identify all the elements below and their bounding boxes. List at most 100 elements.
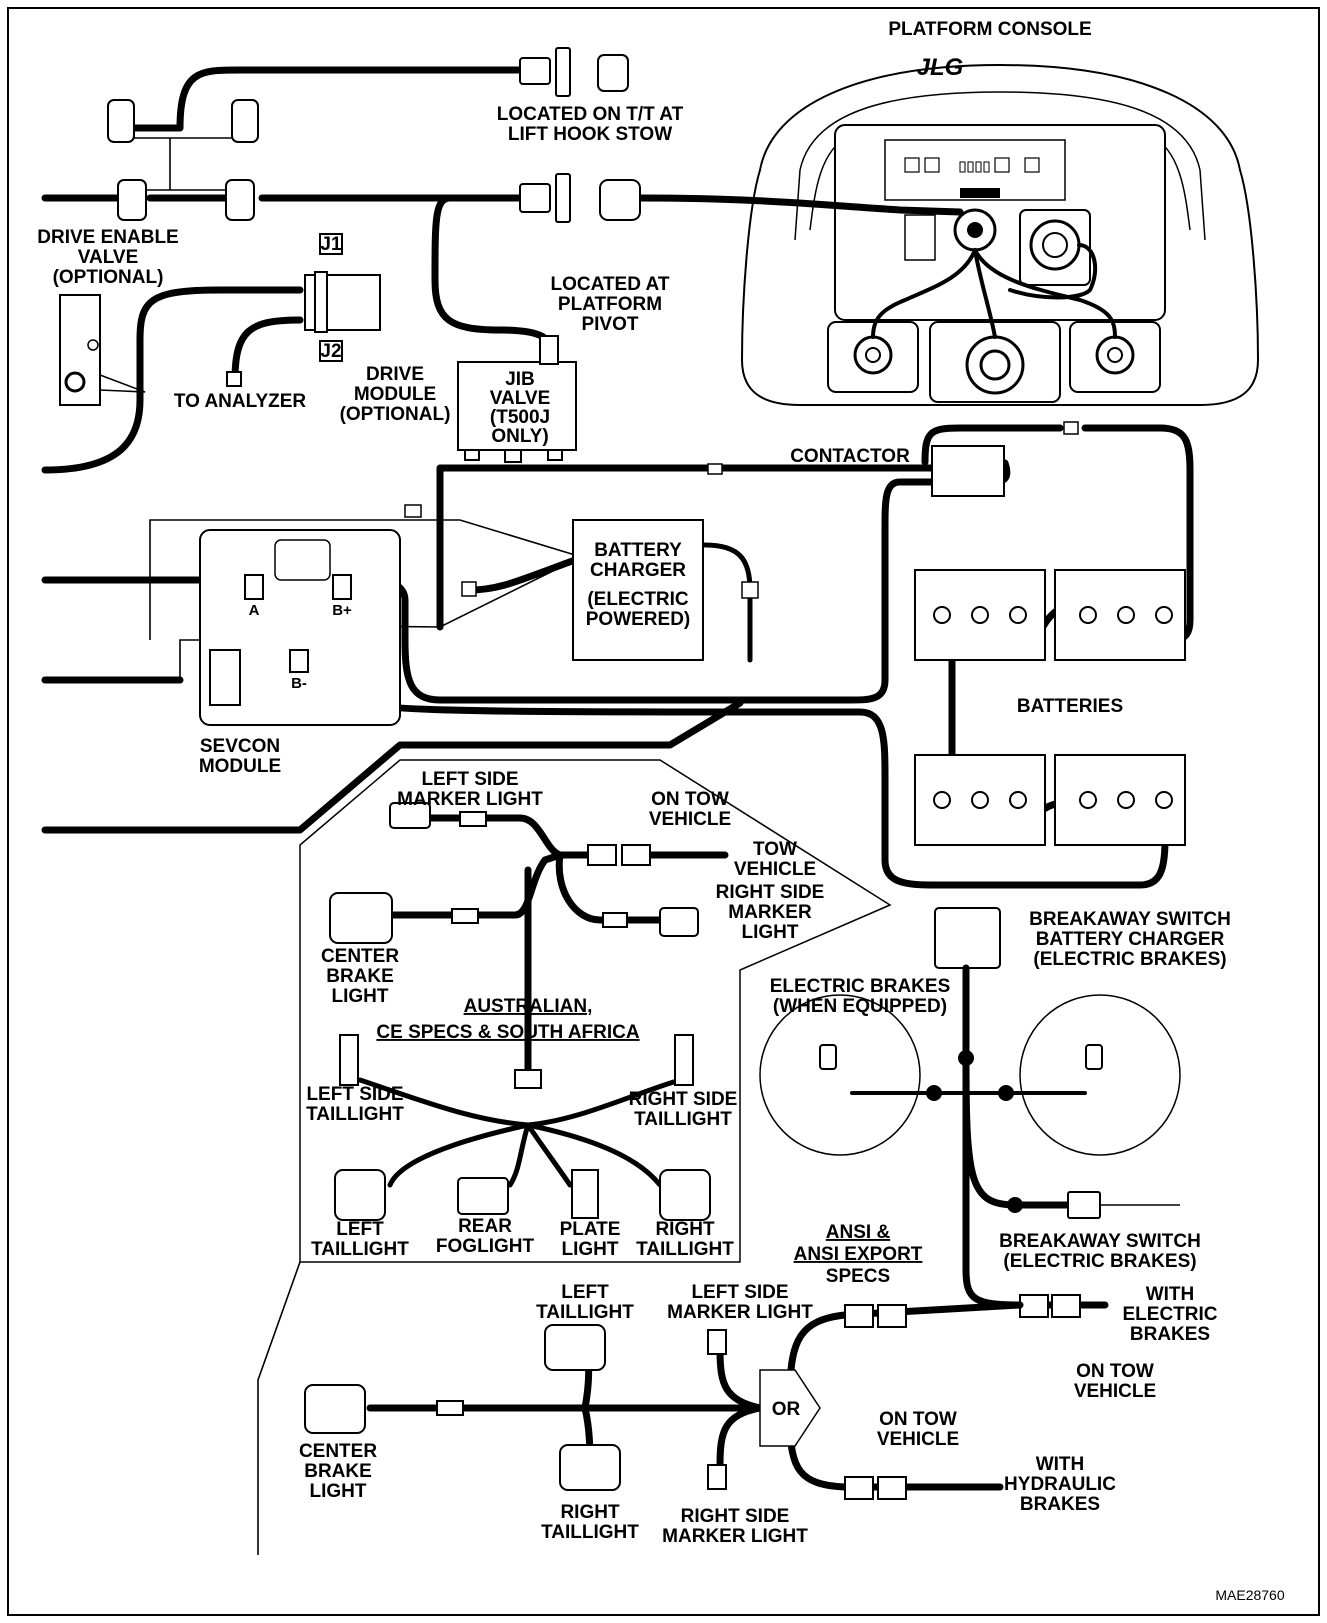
label-jib-2: VALVE	[490, 388, 551, 409]
label-breakaway-charger-3: (ELECTRIC BRAKES)	[1033, 949, 1226, 970]
label-or: OR	[772, 1399, 801, 1420]
label-charger-4: POWERED)	[586, 609, 691, 630]
label-platform-console: PLATFORM CONSOLE	[888, 19, 1091, 40]
label-ansi-center-brake-2: BRAKE	[304, 1461, 372, 1482]
label-ansi-3: SPECS	[826, 1266, 890, 1287]
label-electric-brakes-1: ELECTRIC BRAKES	[770, 976, 951, 997]
label-electric-brakes-2: (WHEN EQUIPPED)	[773, 996, 947, 1017]
label-terminal-a: A	[249, 602, 260, 619]
label-ansi-right-marker-2: MARKER LIGHT	[662, 1526, 808, 1547]
label-charger-1: BATTERY	[594, 540, 682, 561]
label-ansi-2: ANSI EXPORT	[794, 1244, 923, 1265]
label-ansi-center-brake-3: LIGHT	[310, 1481, 367, 1502]
label-with-hydraulic-1: WITH	[1036, 1454, 1085, 1475]
label-ansi-right-taillight-1: RIGHT	[560, 1502, 620, 1523]
label-ansi-left-marker-1: LEFT SIDE	[691, 1282, 788, 1303]
label-drive-module-2: MODULE	[354, 384, 436, 405]
label-tow-2: VEHICLE	[734, 859, 816, 880]
label-on-tow-c-1: ON TOW	[879, 1409, 957, 1430]
australian-ce-harness	[299, 759, 892, 1263]
label-with-electric-3: BRAKES	[1130, 1324, 1210, 1345]
label-right-side-marker-1: RIGHT SIDE	[716, 882, 825, 903]
label-left-side-marker-1: LEFT SIDE	[421, 769, 518, 790]
label-plate-light-1: PLATE	[560, 1219, 621, 1240]
label-drive-enable-1: DRIVE ENABLE	[37, 227, 178, 248]
label-right-taillight-2: TAILLIGHT	[636, 1239, 734, 1260]
label-drive-enable-3: (OPTIONAL)	[53, 267, 164, 288]
label-charger-2: CHARGER	[590, 560, 686, 581]
label-breakaway-switch-1: BREAKAWAY SWITCH	[999, 1231, 1201, 1252]
label-on-tow-b-2: VEHICLE	[1074, 1381, 1156, 1402]
brakes-section	[257, 907, 1181, 1555]
label-australian-2: CE SPECS & SOUTH AFRICA	[376, 1022, 639, 1043]
label-lift-hook-1: LOCATED ON T/T AT	[497, 104, 684, 125]
diagram-border	[7, 7, 1320, 1616]
label-australian-1: AUSTRALIAN,	[464, 996, 593, 1017]
label-terminal-bminus: B-	[291, 675, 307, 692]
contactor-and-batteries	[351, 421, 1194, 889]
label-sevcon-2: MODULE	[199, 756, 281, 777]
label-right-side-marker-3: LIGHT	[742, 922, 799, 943]
jib-valve	[457, 335, 577, 463]
label-jib-4: ONLY)	[491, 426, 548, 447]
label-center-brake-1: CENTER	[321, 946, 399, 967]
label-right-side-taillight-1: RIGHT SIDE	[629, 1089, 738, 1110]
label-sevcon-1: SEVCON	[200, 736, 280, 757]
label-jib-3: (T500J	[490, 407, 550, 428]
label-ansi-left-taillight-1: LEFT	[561, 1282, 609, 1303]
label-left-taillight-2: TAILLIGHT	[311, 1239, 409, 1260]
label-breakaway-charger-1: BREAKAWAY SWITCH	[1029, 909, 1231, 930]
label-on-tow-a-1: ON TOW	[651, 789, 729, 810]
label-left-taillight-1: LEFT	[336, 1219, 384, 1240]
label-lift-hook-2: LIFT HOOK STOW	[508, 124, 672, 145]
label-batteries: BATTERIES	[1017, 696, 1123, 717]
label-with-hydraulic-3: BRAKES	[1020, 1494, 1100, 1515]
label-left-side-taillight-1: LEFT SIDE	[306, 1084, 403, 1105]
label-ansi-right-marker-1: RIGHT SIDE	[681, 1506, 790, 1527]
label-on-tow-a-2: VEHICLE	[649, 809, 731, 830]
top-harness	[41, 47, 964, 354]
label-drive-enable-2: VALVE	[78, 247, 139, 268]
label-breakaway-switch-2: (ELECTRIC BRAKES)	[1003, 1251, 1196, 1272]
label-on-tow-b-1: ON TOW	[1076, 1361, 1154, 1382]
label-located-at-2: PLATFORM	[558, 294, 662, 315]
label-with-electric-2: ELECTRIC	[1123, 1304, 1218, 1325]
label-charger-3: (ELECTRIC	[587, 589, 689, 610]
label-left-side-taillight-2: TAILLIGHT	[306, 1104, 404, 1125]
label-rear-foglight-2: FOGLIGHT	[436, 1236, 535, 1257]
label-contactor: CONTACTOR	[790, 446, 910, 467]
label-right-side-taillight-2: TAILLIGHT	[634, 1109, 732, 1130]
drive-module	[41, 233, 381, 474]
label-located-at-1: LOCATED AT	[551, 274, 670, 295]
ansi-harness	[304, 1301, 1024, 1500]
label-j1: J1	[320, 234, 342, 255]
label-ansi-left-taillight-2: TAILLIGHT	[536, 1302, 634, 1323]
label-right-taillight-1: RIGHT	[655, 1219, 715, 1240]
drive-enable-valve	[59, 294, 146, 406]
label-drive-module-3: (OPTIONAL)	[340, 404, 451, 425]
label-with-hydraulic-2: HYDRAULIC	[1004, 1474, 1116, 1495]
label-jib-1: JIB	[505, 369, 535, 390]
label-ansi-center-brake-1: CENTER	[299, 1441, 377, 1462]
label-ansi-1: ANSI &	[826, 1222, 891, 1243]
label-on-tow-c-2: VEHICLE	[877, 1429, 959, 1450]
label-right-side-marker-2: MARKER	[728, 902, 812, 923]
label-center-brake-3: LIGHT	[332, 986, 389, 1007]
figure-id: MAE28760	[1215, 1587, 1284, 1603]
label-rear-foglight-1: REAR	[458, 1216, 512, 1237]
label-breakaway-charger-2: BATTERY CHARGER	[1036, 929, 1225, 950]
label-j2: J2	[320, 341, 341, 362]
label-to-analyzer: TO ANALYZER	[174, 391, 307, 412]
label-tow-1: TOW	[753, 839, 797, 860]
label-ansi-left-marker-2: MARKER LIGHT	[667, 1302, 813, 1323]
sevcon-and-charger	[41, 504, 759, 834]
label-ansi-right-taillight-2: TAILLIGHT	[541, 1522, 639, 1543]
label-terminal-bplus: B+	[332, 602, 352, 619]
label-plate-light-2: LIGHT	[562, 1239, 619, 1260]
label-with-electric-1: WITH	[1146, 1284, 1195, 1305]
label-drive-module-1: DRIVE	[366, 364, 424, 385]
label-center-brake-2: BRAKE	[326, 966, 394, 987]
label-left-side-marker-2: MARKER LIGHT	[397, 789, 543, 810]
platform-console	[740, 63, 1260, 406]
